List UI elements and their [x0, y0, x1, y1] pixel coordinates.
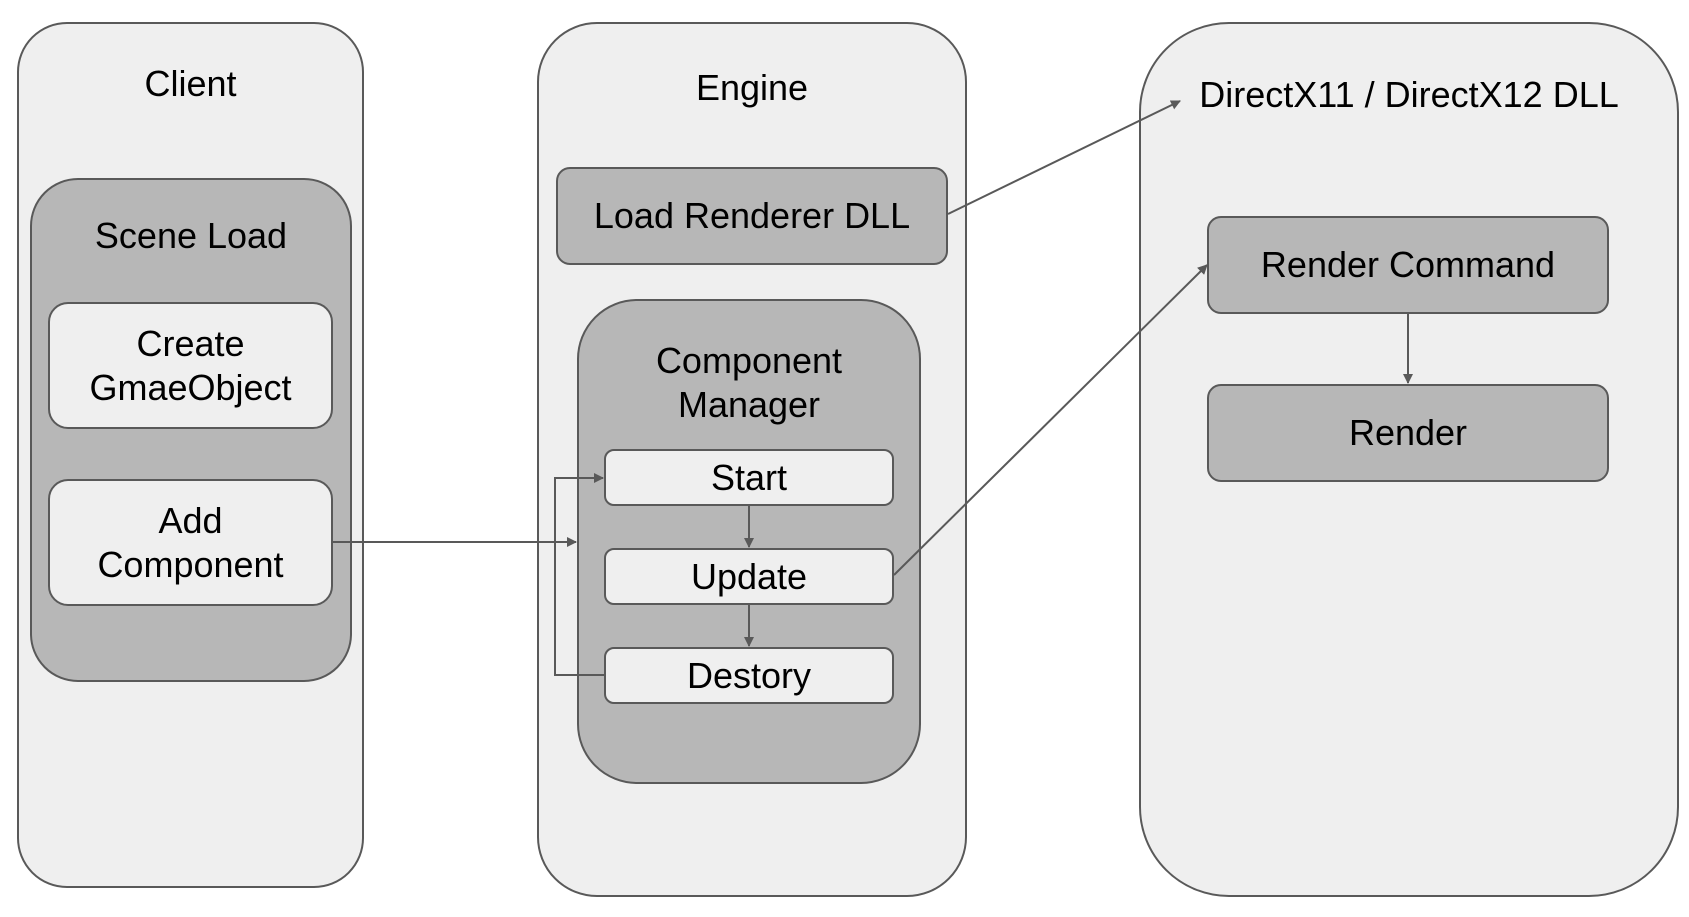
update-box: Update	[604, 548, 894, 605]
destroy-label: Destory	[686, 654, 812, 696]
add-component-box: Add Component	[48, 479, 333, 606]
component-manager-group: Component Manager	[577, 299, 921, 784]
load-renderer-dll-box: Load Renderer DLL	[556, 167, 948, 265]
client-title: Client	[144, 63, 237, 104]
render-command-label: Render Command	[1260, 244, 1556, 285]
add-component-label: Add Component	[97, 499, 284, 585]
render-command-box: Render Command	[1207, 216, 1609, 314]
create-gameobject-label: Create GmaeObject	[89, 322, 292, 408]
directx-title: DirectX11 / DirectX12 DLL	[1199, 74, 1619, 115]
create-gameobject-box: Create GmaeObject	[48, 302, 333, 429]
destroy-box: Destory	[604, 647, 894, 704]
update-label: Update	[690, 555, 808, 597]
start-box: Start	[604, 449, 894, 506]
render-box: Render	[1207, 384, 1609, 482]
start-label: Start	[710, 456, 788, 498]
engine-title: Engine	[695, 67, 809, 108]
component-manager-title: Component Manager	[655, 340, 843, 425]
scene-load-group: Scene Load	[30, 178, 352, 682]
load-renderer-dll-label: Load Renderer DLL	[593, 195, 911, 236]
scene-load-title: Scene Load	[94, 215, 288, 256]
render-label: Render	[1348, 412, 1468, 453]
